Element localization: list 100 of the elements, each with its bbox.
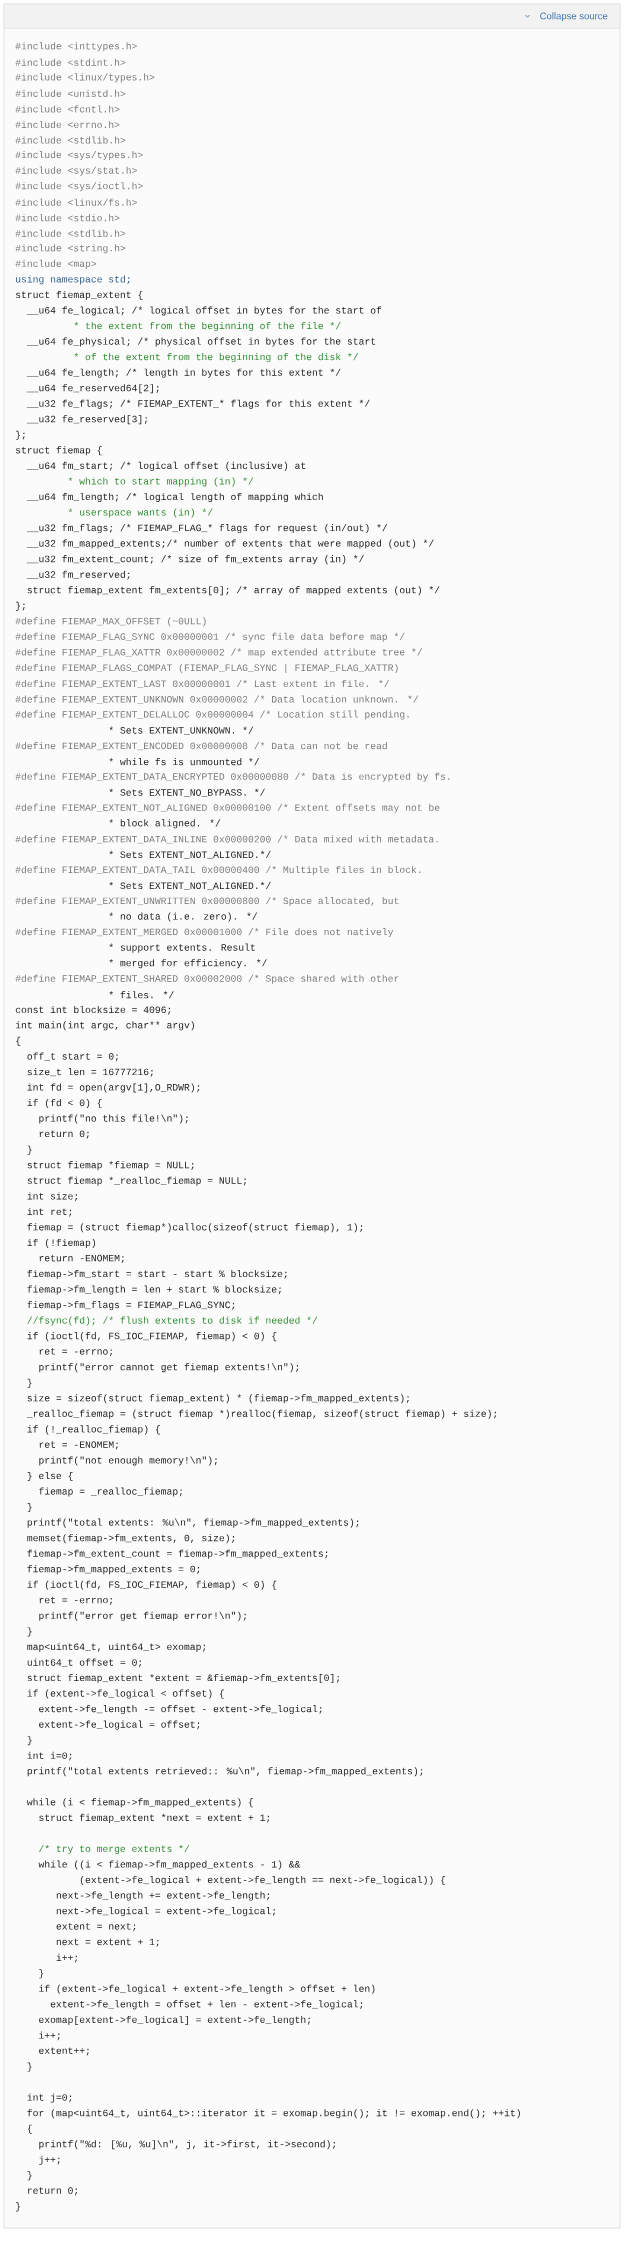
code-line: #include <map> bbox=[15, 259, 97, 269]
code-line: exomap[extent->fe_logical] = extent->fe_length; bbox=[39, 2015, 310, 2025]
code-line: extent->fe_length = offset + len - extent->fe_logical; bbox=[50, 2000, 363, 2010]
code-line: next->fe_length += extent->fe_length; bbox=[56, 1891, 270, 1901]
code-line: fiemap->fm_mapped_extents = 0; bbox=[27, 1565, 200, 1575]
code-line: * the extent from the beginning of the file */ bbox=[74, 322, 341, 332]
code-line: #define FIEMAP_EXTENT_DELALLOC 0x00000004 /* Location still pending. bbox=[15, 710, 409, 720]
code-line: off_t start = 0; bbox=[27, 1052, 118, 1062]
code-line: __u64 fm_start; /* logical offset (inclusive) at bbox=[26, 461, 306, 471]
code-line: #define FIEMAP_EXTENT_UNWRITTEN 0x00000800 /* Space allocated, but bbox=[15, 897, 399, 907]
code-line: * support extents. Result bbox=[109, 943, 255, 953]
code-line: #include <errno.h> bbox=[15, 120, 120, 129]
code-line: if (!fiemap) bbox=[27, 1238, 96, 1248]
code-line: extent->fe_length -= offset - extent->fe_logical; bbox=[39, 1705, 322, 1715]
code-line: #include <stdlib.h> bbox=[15, 136, 126, 144]
code-line: fiemap->fm_flags = FIEMAP_FLAG_SYNC; bbox=[27, 1301, 235, 1311]
code-line: } bbox=[27, 1503, 32, 1513]
code-line: extent = next; bbox=[56, 1923, 136, 1932]
code-line: } bbox=[27, 1736, 32, 1746]
code-line: struct fiemap *fiemap = NULL; bbox=[27, 1161, 194, 1171]
code-line: printf("%d: [%u, %u]\n", j, it->first, it->second); bbox=[39, 2140, 336, 2150]
code-line: return -ENOMEM; bbox=[39, 1254, 124, 1264]
code-line: * of the extent from the beginning of the disk */ bbox=[74, 353, 359, 363]
code-line: if (extent->fe_logical < offset) { bbox=[27, 1689, 224, 1699]
code-line: #define FIEMAP_EXTENT_LAST 0x00000001 /* Last extent in file. */ bbox=[15, 679, 390, 688]
code-line: i++; bbox=[39, 2031, 60, 2041]
code-line: __u64 fe_logical; /* logical offset in bytes for the start of bbox=[26, 306, 382, 316]
code-line: printf("no this file!\n"); bbox=[39, 1114, 188, 1124]
code-line: const int blocksize = 4096; bbox=[15, 1005, 171, 1015]
code-line: printf("total extents retrieved:: %u\n", fiemap->fm_mapped_extents); bbox=[27, 1767, 423, 1777]
code-line: __u32 fm_extent_count; /* size of fm_extents array (in) */ bbox=[26, 555, 364, 565]
code-line: #define FIEMAP_EXTENT_DATA_TAIL 0x00000400 /* Multiple files in block. bbox=[15, 865, 421, 875]
code-line: } bbox=[27, 1627, 32, 1637]
code-line: #define FIEMAP_EXTENT_NOT_ALIGNED 0x00000100 /* Extent offsets may not be bbox=[15, 803, 440, 813]
code-line: __u32 fm_reserved; bbox=[26, 570, 130, 580]
code-line: extent->fe_logical = offset; bbox=[39, 1720, 200, 1730]
code-line: uint64_t offset = 0; bbox=[27, 1658, 142, 1668]
code-line: #define FIEMAP_EXTENT_SHARED 0x00002000 /* Space shared with other bbox=[15, 974, 399, 984]
code-line: printf("error get fiemap error!\n"); bbox=[39, 1611, 246, 1621]
code-line: printf("error cannot get fiemap extents!\n"); bbox=[39, 1363, 299, 1373]
code-line: { bbox=[16, 1036, 21, 1046]
code-line: * which to start mapping (in) */ bbox=[68, 477, 254, 487]
code-line: while ((i < fiemap->fm_mapped_extents - 1) && bbox=[38, 1860, 301, 1870]
code-line: #define FIEMAP_EXTENT_MERGED 0x00001000 /* File does not natively bbox=[15, 928, 394, 938]
code-line: map<uint64_t, uint64_t> exomap; bbox=[27, 1642, 206, 1652]
code-line: * block aligned. */ bbox=[109, 819, 221, 829]
code-line: #define FIEMAP_FLAG_XATTR 0x00000002 /* map extended attribute tree */ bbox=[15, 648, 423, 658]
code-line: using namespace std; bbox=[16, 275, 130, 285]
code-line: __u64 fe_physical; /* physical offset in bytes for the start bbox=[26, 337, 376, 347]
code-line: struct fiemap { bbox=[16, 446, 102, 456]
code-line: * no data (i.e. zero). */ bbox=[109, 912, 258, 922]
code-line: #include <stdint.h> bbox=[15, 58, 126, 66]
code-line: * Sets EXTENT_UNKNOWN. */ bbox=[109, 726, 254, 735]
code-line: int ret; bbox=[27, 1207, 72, 1217]
code-line: #define FIEMAP_MAX_OFFSET (~0ULL) bbox=[15, 617, 206, 627]
code-line: #define FIEMAP_FLAGS_COMPAT (FIEMAP_FLAG_SYNC | FIEMAP_FLAG_XATTR) bbox=[15, 663, 398, 673]
code-line: #define FIEMAP_FLAG_SYNC 0x00000001 /* sync file data before map */ bbox=[15, 632, 405, 642]
code-line: } bbox=[39, 1969, 44, 1979]
code-line: while (i < fiemap->fm_mapped_extents) { bbox=[26, 1798, 253, 1808]
code-line: { bbox=[27, 2124, 32, 2134]
code-line: __u64 fe_length; /* length in bytes for this extent */ bbox=[26, 368, 341, 378]
code-line: for (map<uint64_t, uint64_t>::iterator it = exomap.begin(); it != exomap.end(); ++it) bbox=[27, 2109, 520, 2119]
code-line: }; bbox=[16, 430, 25, 440]
code-line: return 0; bbox=[39, 1130, 89, 1139]
code-line: struct fiemap_extent *extent = &fiemap->fm_extents[0]; bbox=[27, 1674, 339, 1684]
code-line: } bbox=[27, 1145, 32, 1155]
code-line: #include <sys/ioctl.h> bbox=[15, 182, 143, 192]
collapse-source-link: Collapse source bbox=[540, 12, 608, 22]
code-line: __u32 fe_flags; /* FIEMAP_EXTENT_* flags for this extent */ bbox=[26, 399, 370, 409]
code-line: #include <linux/fs.h> bbox=[15, 198, 137, 206]
code-line: int j=0; bbox=[27, 2093, 72, 2103]
code-line: } bbox=[27, 2171, 32, 2181]
code-line: struct fiemap_extent fm_extents[0]; /* array of mapped extents (out) */ bbox=[27, 586, 440, 596]
code-line: * userspace wants (in) */ bbox=[68, 508, 213, 518]
code-line: /* try to merge extents */ bbox=[39, 1844, 190, 1854]
code-line: * Sets EXTENT_NOT_ALIGNED.*/ bbox=[109, 881, 271, 890]
code-line: fiemap->fm_length = len + start % blocksize; bbox=[27, 1285, 281, 1295]
code-line: size_t len = 16777216; bbox=[27, 1068, 153, 1077]
code-line: }; bbox=[16, 601, 25, 611]
code-line: extent++; bbox=[39, 2047, 89, 2056]
code-line: ret = -errno; bbox=[39, 1348, 113, 1357]
code-line: #define FIEMAP_EXTENT_ENCODED 0x00000008 /* Data can not be read bbox=[15, 742, 387, 751]
code-line: return 0; bbox=[28, 2187, 78, 2196]
code-line: } bbox=[27, 2062, 32, 2072]
code-line: #include <sys/stat.h> bbox=[15, 166, 137, 176]
code-line: * merged for efficiency. */ bbox=[109, 959, 267, 969]
code-line: next->fe_logical = extent->fe_logical; bbox=[56, 1907, 275, 1917]
code-line: int i=0; bbox=[27, 1751, 72, 1761]
code-line: __u32 fm_mapped_extents;/* number of extents that were mapped (out) */ bbox=[26, 539, 434, 549]
code-line: ret = -errno; bbox=[39, 1596, 113, 1605]
code-line: _realloc_fiemap = (struct fiemap *)realloc(fiemap, sizeof(struct fiemap) + size); bbox=[26, 1409, 497, 1419]
code-line: struct fiemap_extent *next = extent + 1; bbox=[39, 1813, 270, 1823]
code-line: printf("total extents: %u\n", fiemap->fm_mapped_extents); bbox=[27, 1518, 359, 1528]
code-line: printf("not enough memory!\n"); bbox=[39, 1456, 217, 1466]
code-line: #include <string.h> bbox=[15, 244, 126, 254]
code-line: __u32 fm_flags; /* FIEMAP_FLAG_* flags for request (in/out) */ bbox=[26, 524, 388, 534]
code-line: __u64 fe_reserved64[2]; bbox=[26, 384, 159, 394]
code-line: __u64 fm_length; /* logical length of mapping which bbox=[26, 492, 323, 502]
code-line: i++; bbox=[56, 1953, 78, 1963]
code-line: next = extent + 1; bbox=[56, 1938, 159, 1947]
